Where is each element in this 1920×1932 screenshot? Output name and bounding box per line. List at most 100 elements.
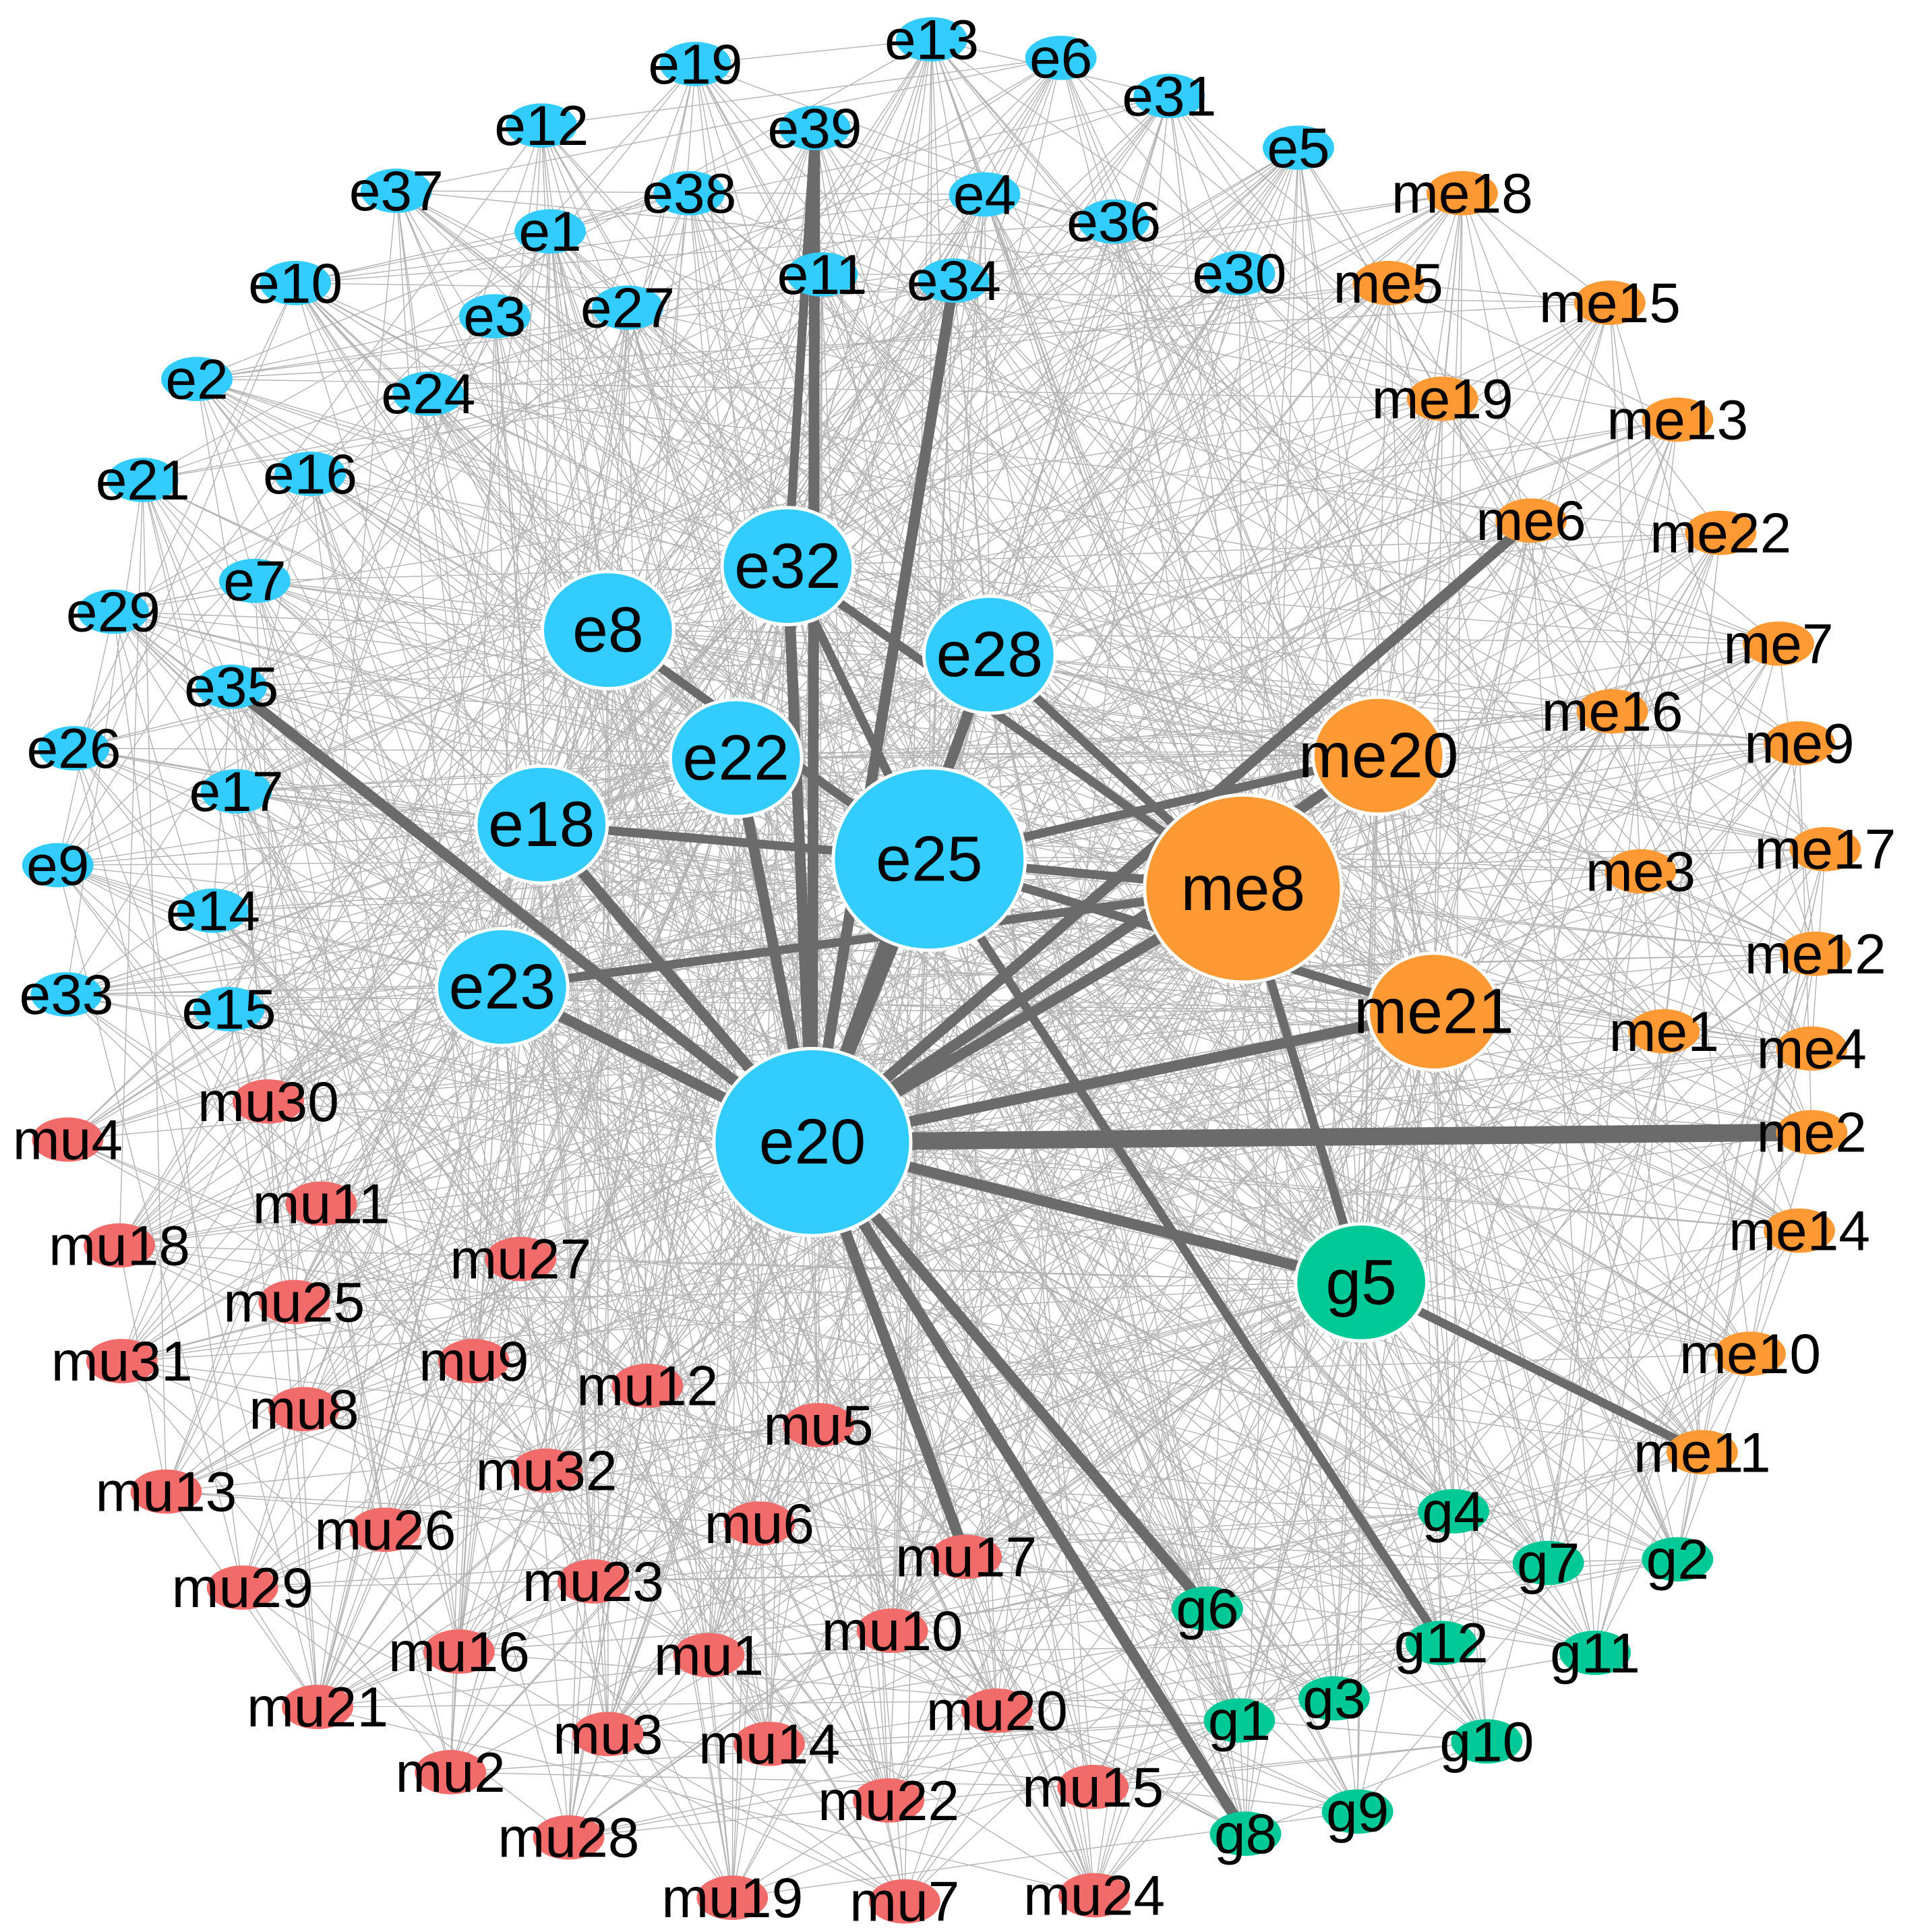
node-g7[interactable]: g7 bbox=[1512, 1532, 1584, 1595]
node-g2[interactable]: g2 bbox=[1642, 1528, 1714, 1591]
node-me18[interactable]: me18 bbox=[1391, 162, 1533, 225]
node-me11[interactable]: me11 bbox=[1633, 1420, 1771, 1484]
node-mu4[interactable]: mu4 bbox=[13, 1108, 123, 1172]
node-me7[interactable]: me7 bbox=[1723, 612, 1833, 675]
node-e30[interactable]: e30 bbox=[1192, 241, 1286, 305]
node-mu28[interactable]: mu28 bbox=[498, 1806, 639, 1869]
node-mu19[interactable]: mu19 bbox=[661, 1866, 803, 1929]
node-mu27[interactable]: mu27 bbox=[450, 1228, 591, 1291]
node-mu7[interactable]: mu7 bbox=[849, 1870, 959, 1932]
node-mu12[interactable]: mu12 bbox=[576, 1354, 718, 1418]
node-g5[interactable]: g5 bbox=[1294, 1221, 1429, 1343]
node-e22[interactable]: e22 bbox=[668, 698, 804, 818]
node-e33[interactable]: e33 bbox=[20, 963, 114, 1026]
node-e17[interactable]: e17 bbox=[189, 760, 283, 823]
node-e8[interactable]: e8 bbox=[540, 570, 676, 691]
node-e35[interactable]: e35 bbox=[184, 655, 278, 719]
node-e3[interactable]: e3 bbox=[458, 284, 531, 348]
node-e34[interactable]: e34 bbox=[907, 249, 1001, 312]
node-e6[interactable]: e6 bbox=[1025, 26, 1097, 90]
node-e38[interactable]: e38 bbox=[642, 162, 736, 225]
node-mu9[interactable]: mu9 bbox=[419, 1329, 529, 1393]
node-mu2[interactable]: mu2 bbox=[396, 1741, 506, 1804]
node-me16[interactable]: me16 bbox=[1542, 680, 1683, 743]
node-mu30[interactable]: mu30 bbox=[198, 1070, 339, 1133]
node-e27[interactable]: e27 bbox=[580, 276, 675, 339]
node-g12[interactable]: g12 bbox=[1394, 1611, 1489, 1674]
node-g11[interactable]: g11 bbox=[1550, 1621, 1640, 1685]
node-e16[interactable]: e16 bbox=[263, 442, 357, 506]
node-mu14[interactable]: mu14 bbox=[698, 1712, 840, 1776]
node-me3[interactable]: me3 bbox=[1586, 840, 1696, 903]
node-mu15[interactable]: mu15 bbox=[1022, 1755, 1164, 1819]
node-e26[interactable]: e26 bbox=[26, 717, 121, 780]
node-g1[interactable]: g1 bbox=[1203, 1689, 1276, 1752]
node-mu3[interactable]: mu3 bbox=[553, 1702, 663, 1765]
node-mu21[interactable]: mu21 bbox=[247, 1675, 388, 1739]
node-mu32[interactable]: mu32 bbox=[476, 1439, 618, 1503]
node-e18[interactable]: e18 bbox=[474, 764, 609, 885]
node-mu20[interactable]: mu20 bbox=[926, 1679, 1068, 1743]
node-mu22[interactable]: mu22 bbox=[818, 1769, 959, 1832]
node-me20[interactable]: me20 bbox=[1298, 695, 1458, 816]
node-mu5[interactable]: mu5 bbox=[763, 1393, 873, 1457]
node-mu17[interactable]: mu17 bbox=[895, 1525, 1037, 1588]
node-e19[interactable]: e19 bbox=[648, 32, 742, 96]
node-mu25[interactable]: mu25 bbox=[223, 1271, 365, 1334]
node-mu26[interactable]: mu26 bbox=[314, 1498, 456, 1561]
node-me15[interactable]: me15 bbox=[1539, 271, 1681, 334]
node-g9[interactable]: g9 bbox=[1321, 1780, 1393, 1843]
node-me2[interactable]: me2 bbox=[1757, 1101, 1867, 1164]
node-g10[interactable]: g10 bbox=[1439, 1710, 1534, 1773]
node-me19[interactable]: me19 bbox=[1372, 367, 1513, 431]
node-e5[interactable]: e5 bbox=[1263, 116, 1334, 179]
node-me13[interactable]: me13 bbox=[1607, 388, 1748, 452]
node-me17[interactable]: me17 bbox=[1754, 818, 1896, 881]
node-e9[interactable]: e9 bbox=[22, 833, 94, 897]
node-g4[interactable]: g4 bbox=[1418, 1480, 1490, 1543]
node-mu1[interactable]: mu1 bbox=[654, 1623, 764, 1687]
node-e29[interactable]: e29 bbox=[66, 580, 160, 643]
node-e31[interactable]: e31 bbox=[1122, 64, 1216, 127]
node-e15[interactable]: e15 bbox=[182, 977, 276, 1041]
node-e20[interactable]: e20 bbox=[712, 1046, 913, 1238]
node-e4[interactable]: e4 bbox=[949, 162, 1021, 226]
node-e2[interactable]: e2 bbox=[161, 347, 233, 411]
node-e21[interactable]: e21 bbox=[96, 448, 190, 512]
node-me14[interactable]: me14 bbox=[1729, 1199, 1870, 1263]
node-me1[interactable]: me1 bbox=[1609, 1000, 1719, 1063]
node-mu8[interactable]: mu8 bbox=[249, 1377, 359, 1441]
node-me12[interactable]: me12 bbox=[1745, 922, 1886, 986]
node-e13[interactable]: e13 bbox=[884, 7, 979, 71]
node-e32[interactable]: e32 bbox=[720, 506, 856, 627]
node-me6[interactable]: me6 bbox=[1476, 489, 1586, 552]
node-mu29[interactable]: mu29 bbox=[172, 1556, 313, 1619]
node-e28[interactable]: e28 bbox=[922, 594, 1057, 715]
node-e11[interactable]: e11 bbox=[777, 243, 868, 306]
node-mu11[interactable]: mu11 bbox=[253, 1172, 390, 1235]
node-e37[interactable]: e37 bbox=[349, 159, 444, 222]
node-me5[interactable]: me5 bbox=[1333, 251, 1443, 315]
node-e1[interactable]: e1 bbox=[514, 200, 587, 263]
node-me8[interactable]: me8 bbox=[1143, 793, 1344, 984]
node-e7[interactable]: e7 bbox=[218, 549, 291, 613]
node-me21[interactable]: me21 bbox=[1354, 951, 1514, 1073]
node-e24[interactable]: e24 bbox=[381, 362, 475, 425]
node-g6[interactable]: g6 bbox=[1172, 1577, 1243, 1640]
node-g3[interactable]: g3 bbox=[1298, 1666, 1370, 1730]
node-e23[interactable]: e23 bbox=[434, 926, 570, 1048]
node-e12[interactable]: e12 bbox=[494, 94, 589, 157]
node-me22[interactable]: me22 bbox=[1650, 502, 1791, 565]
node-g8[interactable]: g8 bbox=[1209, 1802, 1282, 1865]
node-mu18[interactable]: mu18 bbox=[49, 1214, 190, 1277]
node-mu23[interactable]: mu23 bbox=[522, 1550, 664, 1613]
node-e39[interactable]: e39 bbox=[768, 96, 862, 160]
node-me4[interactable]: me4 bbox=[1757, 1017, 1867, 1080]
node-mu24[interactable]: mu24 bbox=[1023, 1863, 1165, 1927]
node-me9[interactable]: me9 bbox=[1744, 712, 1854, 775]
node-mu13[interactable]: mu13 bbox=[95, 1460, 237, 1523]
node-e14[interactable]: e14 bbox=[166, 879, 260, 942]
node-me10[interactable]: me10 bbox=[1679, 1322, 1821, 1385]
node-mu16[interactable]: mu16 bbox=[388, 1620, 530, 1683]
node-mu6[interactable]: mu6 bbox=[704, 1492, 814, 1555]
